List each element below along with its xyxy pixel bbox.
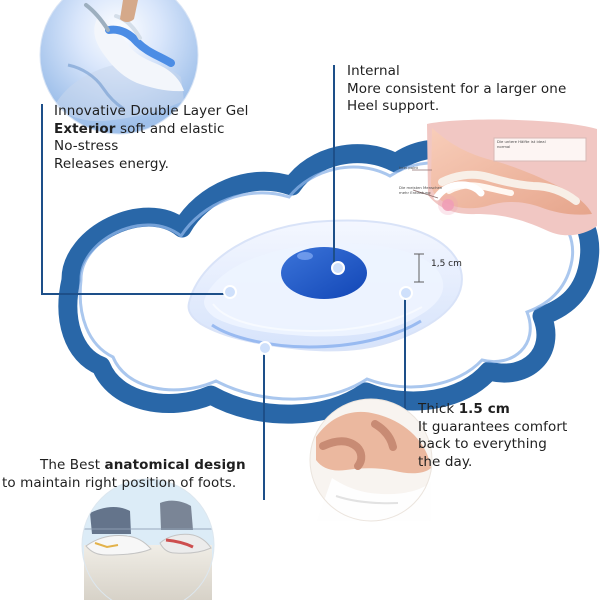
callout-lines [41, 65, 406, 500]
top-right-callout-text: Internal More consistent for a larger on… [347, 63, 566, 116]
bottom-left-line-1: The Best anatomical design [2, 457, 246, 475]
top-left-line-4: Releases energy. [54, 155, 170, 172]
top-left-callout-text: Innovative Double Layer Gel Exterior sof… [54, 103, 249, 173]
anatomy-caption-3: heel point [399, 165, 419, 170]
running-shoe-photo [39, 0, 199, 135]
anatomy-caption-1: Die untere Hälfte ist ideal [497, 139, 546, 144]
bottom-left-line-1-bold: anatomical design [104, 457, 246, 473]
measurement-label: 1,5 cm [431, 259, 462, 269]
bottom-right-callout-text: Thick 1.5 cm It guarantees comfort back … [418, 401, 567, 471]
bottom-right-line-4: the day. [418, 453, 473, 470]
bottom-right-line-2: It guarantees comfort [418, 418, 568, 435]
measurement-bracket [414, 253, 424, 283]
top-left-line-2-rest: soft and elastic [115, 120, 225, 137]
bottom-right-line-1-pre: Thick [418, 401, 459, 417]
heel-cup-illustration [187, 219, 463, 352]
top-right-line-2: More consistent for a larger one [347, 80, 567, 97]
top-left-line-2-bold: Exterior [54, 120, 116, 137]
back-pain-photo [309, 398, 433, 522]
top-left-line-3: No-stress [54, 138, 119, 154]
callout-dots [223, 261, 413, 355]
bottom-right-line-3: back to everything [418, 436, 547, 452]
cloud-outline-shape [58, 139, 600, 424]
anatomy-caption-4: Die meisten Menschen [399, 185, 443, 190]
foot-anatomy-photo [412, 119, 597, 236]
top-right-line-1: Internal [347, 63, 400, 79]
bottom-left-callout-text: The Best anatomical design to maintain r… [2, 457, 246, 492]
walking-shoes-photo [81, 478, 215, 600]
top-left-line-2: Exterior soft and elastic [54, 121, 249, 139]
bottom-right-line-1-bold: 1.5 cm [458, 401, 510, 417]
bottom-right-line-1: Thick 1.5 cm [418, 401, 567, 419]
bottom-left-line-1-pre: The Best [40, 457, 105, 473]
top-right-line-3: Heel support. [347, 98, 440, 114]
top-left-line-1: Innovative Double Layer Gel [54, 103, 249, 119]
bottom-left-line-2: to maintain right position of foots. [2, 474, 237, 491]
anatomy-caption-2: normal [497, 144, 511, 149]
anatomy-caption-5: mehr Entlastung [399, 190, 431, 195]
